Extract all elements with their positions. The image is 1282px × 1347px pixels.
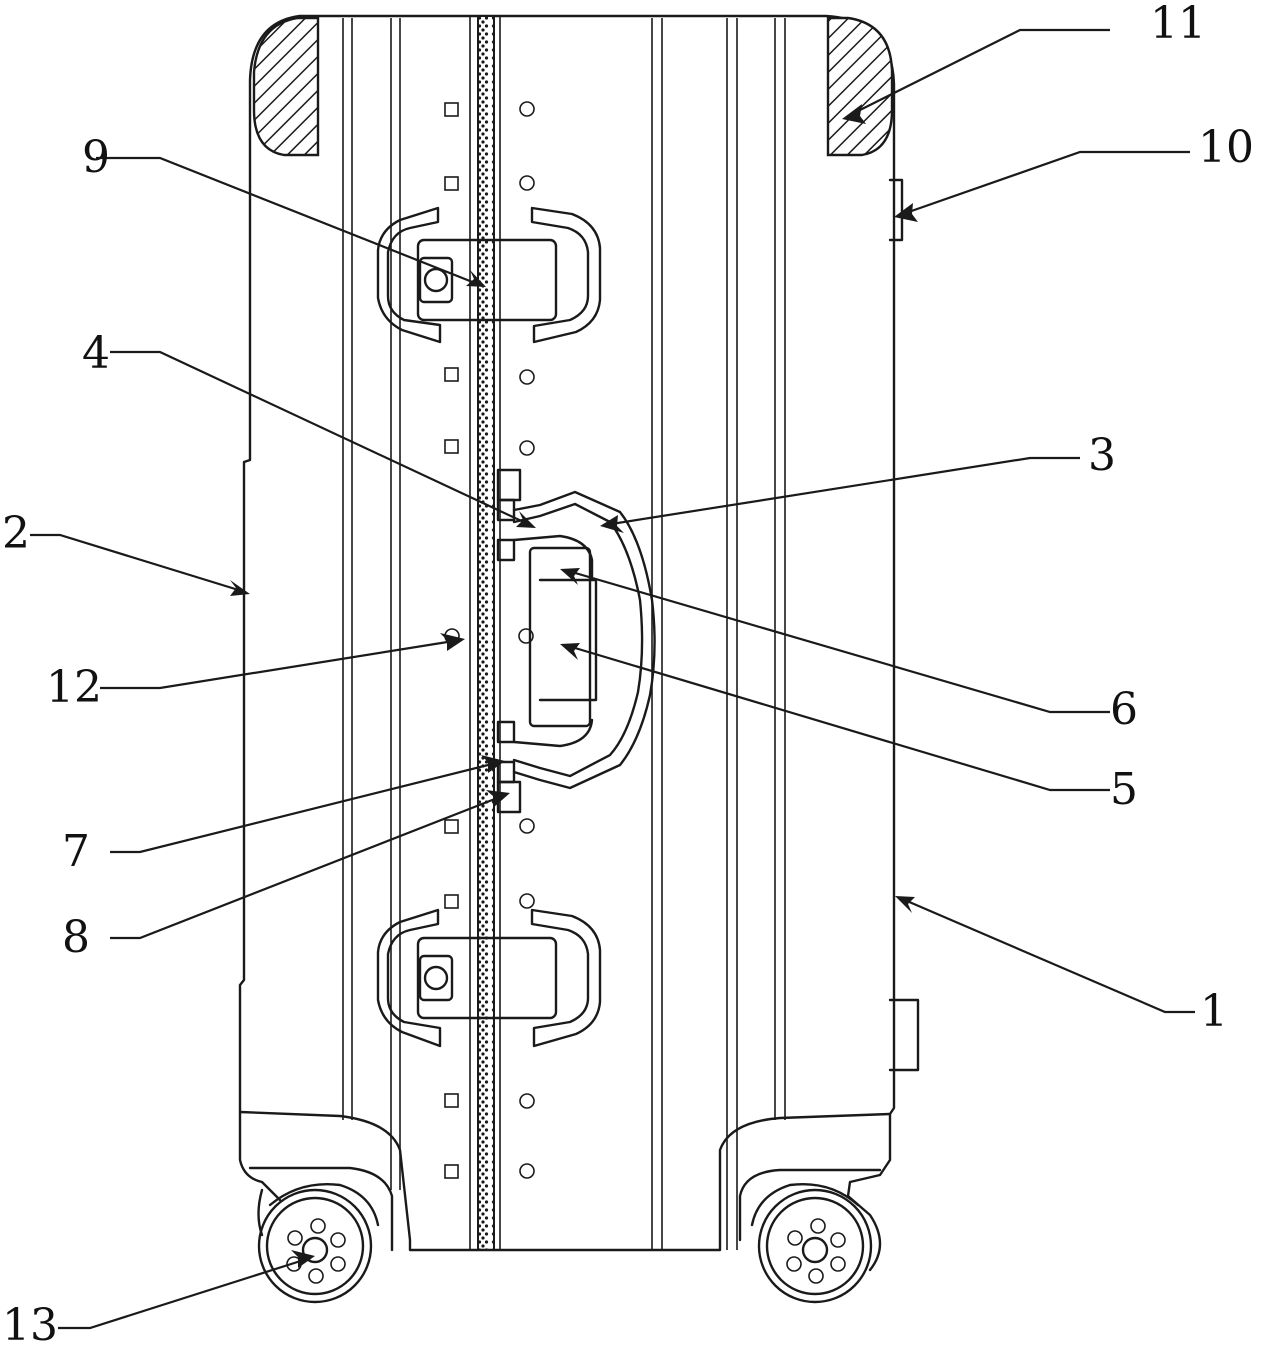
label-6: 6 <box>1110 684 1138 735</box>
label-7: 7 <box>62 826 90 877</box>
base-and-wheels <box>238 1110 892 1304</box>
label-5: 5 <box>1110 764 1138 815</box>
corner-guards <box>252 16 894 157</box>
label-4: 4 <box>82 328 110 379</box>
label-2: 2 <box>2 508 30 559</box>
lower-lock <box>376 908 602 1048</box>
upper-lock <box>376 206 602 344</box>
label-10: 10 <box>1198 122 1254 173</box>
leader-lines <box>30 28 1195 1330</box>
label-13: 13 <box>2 1300 58 1347</box>
label-1: 1 <box>1200 986 1228 1037</box>
reference-labels: 11 10 9 4 3 2 12 6 5 7 8 1 13 <box>2 0 1254 1347</box>
right-wheel <box>757 1188 873 1304</box>
left-wheel <box>257 1188 373 1304</box>
rivet-row <box>444 101 535 1179</box>
label-3: 3 <box>1088 430 1116 481</box>
zipper-track <box>469 15 501 1251</box>
label-11: 11 <box>1150 0 1206 49</box>
body-ribs <box>342 18 786 1250</box>
label-9: 9 <box>82 132 110 183</box>
side-handle <box>496 468 656 814</box>
label-8: 8 <box>62 912 90 963</box>
label-12: 12 <box>46 662 102 713</box>
